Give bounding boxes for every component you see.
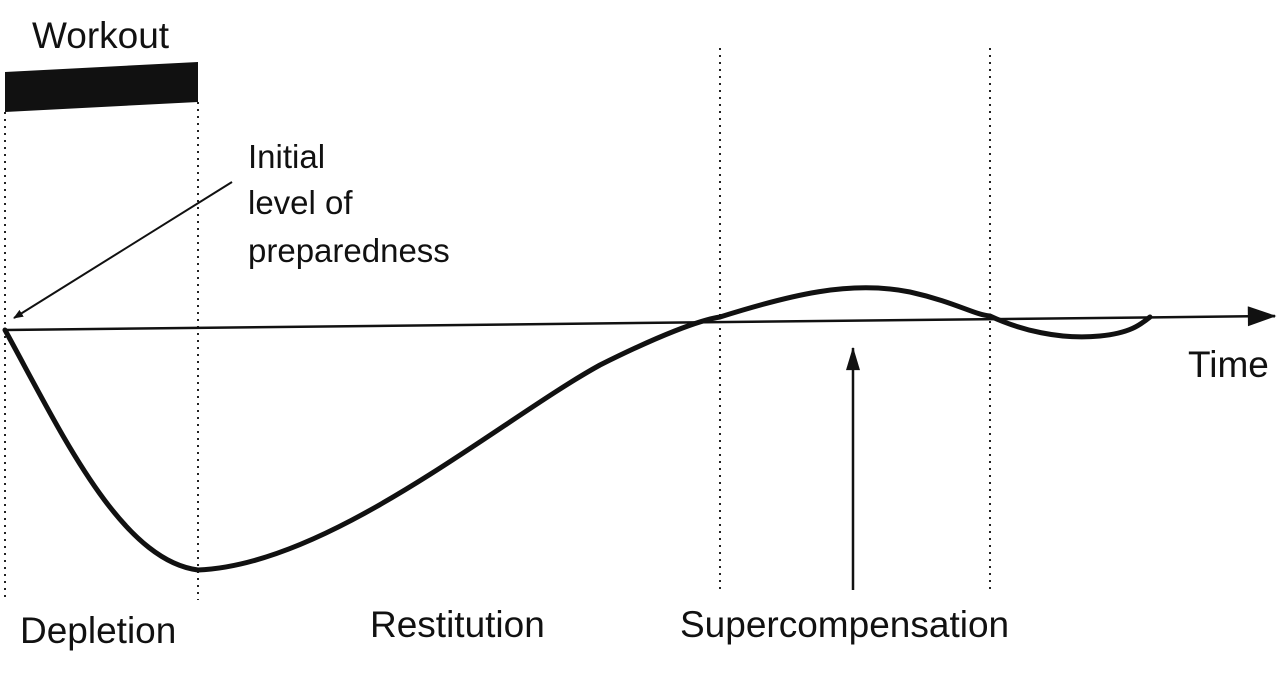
time-axis	[4, 306, 1277, 332]
initial-level-label-line1: Initial	[248, 138, 325, 175]
workout-label: Workout	[32, 15, 170, 56]
phase-label-depletion: Depletion	[20, 610, 176, 651]
initial-level-label-line2: level of	[248, 184, 353, 221]
initial-level-label-line3: preparedness	[248, 232, 450, 269]
phase-label-restitution: Restitution	[370, 604, 545, 645]
phase-label-supercompensation: Supercompensation	[680, 604, 1009, 645]
workout-bar	[5, 62, 198, 112]
initial-level-arrow	[13, 181, 233, 319]
time-axis-label: Time	[1188, 344, 1269, 385]
preparedness-curve	[2, 285, 1153, 573]
